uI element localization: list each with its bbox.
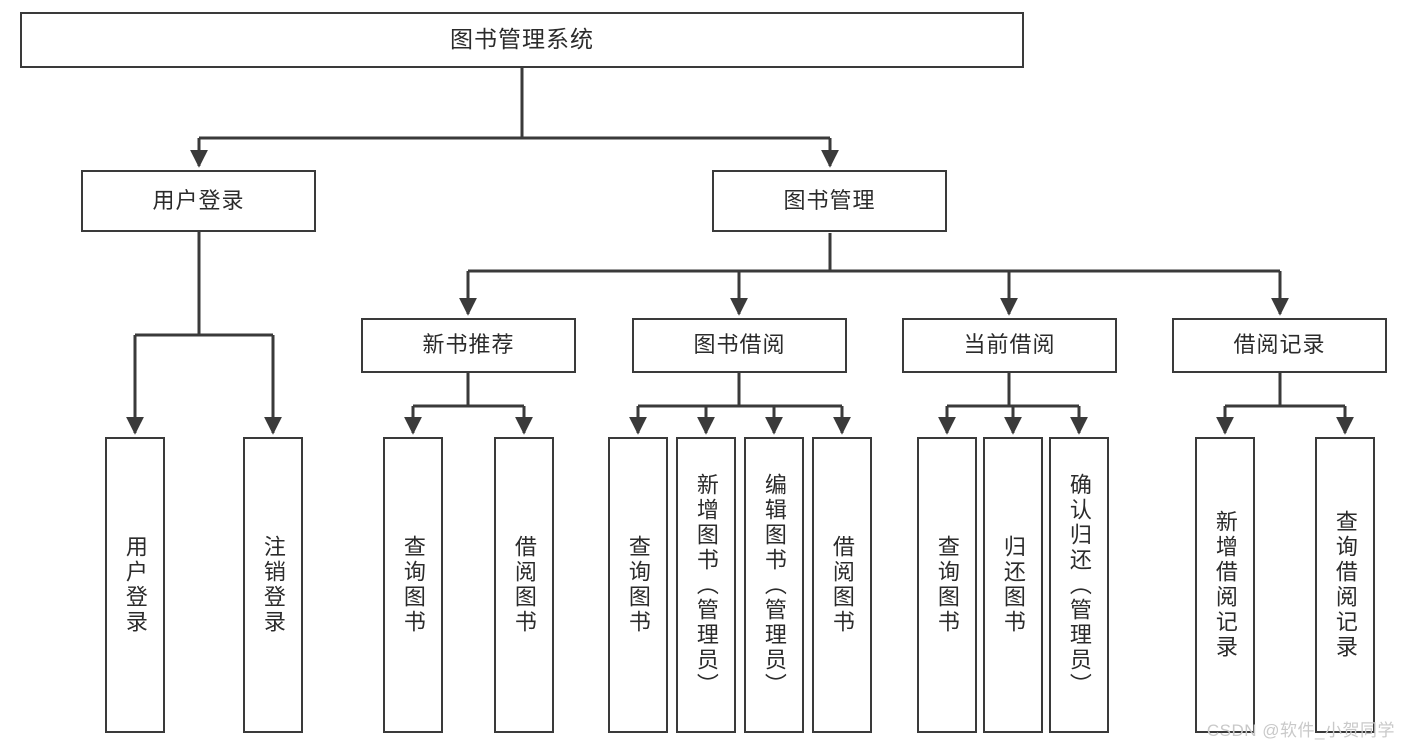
leaf-recommend-query-books[interactable]: 查询图书: [383, 437, 443, 733]
node-label: 编辑图书（管理员）: [761, 472, 787, 698]
node-label: 图书管理: [783, 187, 876, 213]
leaf-user-login-login[interactable]: 用户登录: [105, 437, 165, 733]
node-label: 归还图书: [1000, 535, 1026, 635]
node-label: 用户登录: [152, 187, 245, 213]
node-label: 注销登录: [260, 535, 286, 635]
leaf-borrow-borrow-books[interactable]: 借阅图书: [812, 437, 872, 733]
node-label: 新增借阅记录: [1212, 510, 1238, 660]
node-label: 查询图书: [400, 535, 426, 635]
node-label: 图书借阅: [693, 332, 786, 358]
csdn-watermark: CSDN @软件_小贺同学: [1206, 721, 1395, 740]
leaf-borrow-edit-book-admin[interactable]: 编辑图书（管理员）: [744, 437, 804, 733]
leaf-borrow-query-books[interactable]: 查询图书: [608, 437, 668, 733]
node-root-book-management-system[interactable]: 图书管理系统: [20, 12, 1024, 68]
leaf-user-login-logout[interactable]: 注销登录: [243, 437, 303, 733]
node-borrow-record[interactable]: 借阅记录: [1172, 318, 1387, 373]
node-label: 查询图书: [625, 535, 651, 635]
node-label: 确认归还（管理员）: [1066, 472, 1092, 698]
leaf-recommend-borrow-books[interactable]: 借阅图书: [494, 437, 554, 733]
node-label: 借阅图书: [829, 535, 855, 635]
node-label: 图书管理系统: [450, 26, 594, 53]
node-label: 新书推荐: [422, 332, 515, 358]
node-user-login[interactable]: 用户登录: [81, 170, 316, 232]
leaf-borrow-add-book-admin[interactable]: 新增图书（管理员）: [676, 437, 736, 733]
node-current-borrow[interactable]: 当前借阅: [902, 318, 1117, 373]
node-label: 查询借阅记录: [1332, 510, 1358, 660]
node-label: 查询图书: [934, 535, 960, 635]
node-label: 用户登录: [122, 535, 148, 635]
node-label: 当前借阅: [963, 332, 1056, 358]
leaf-current-query-books[interactable]: 查询图书: [917, 437, 977, 733]
leaf-current-confirm-return-admin[interactable]: 确认归还（管理员）: [1049, 437, 1109, 733]
node-book-borrow[interactable]: 图书借阅: [632, 318, 847, 373]
node-book-management[interactable]: 图书管理: [712, 170, 947, 232]
node-label: 借阅图书: [511, 535, 537, 635]
leaf-record-add-borrow-record[interactable]: 新增借阅记录: [1195, 437, 1255, 733]
node-label: 新增图书（管理员）: [693, 472, 719, 698]
node-new-book-recommend[interactable]: 新书推荐: [361, 318, 576, 373]
leaf-record-query-borrow-record[interactable]: 查询借阅记录: [1315, 437, 1375, 733]
node-label: 借阅记录: [1233, 332, 1326, 358]
leaf-current-return-books[interactable]: 归还图书: [983, 437, 1043, 733]
